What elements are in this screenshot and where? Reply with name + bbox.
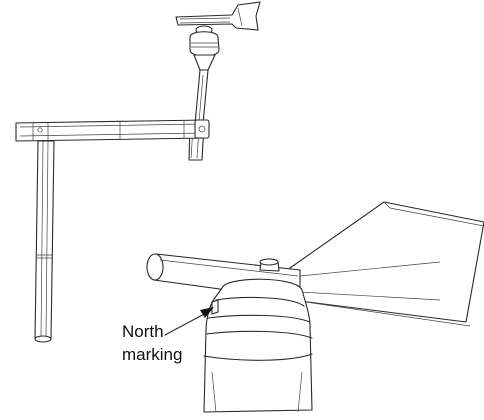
vane-hub-small: [189, 25, 220, 71]
vertical-mast-small: [188, 69, 209, 161]
north-marking-label-line-2: marking: [122, 345, 183, 364]
hub-cap-nub: [259, 258, 280, 272]
horizontal-arm: [15, 119, 210, 142]
vane-hub-body: [203, 278, 313, 413]
vane-tail-fin: [289, 201, 484, 327]
north-marking-label-line-1: North: [122, 322, 164, 341]
support-pole: [34, 140, 55, 343]
callout-arrow: [164, 307, 214, 336]
vane-tail-small: [175, 1, 261, 31]
wind-vane-assembly-icon: [15, 1, 261, 343]
wind-vane-closeup-icon: [146, 201, 484, 413]
